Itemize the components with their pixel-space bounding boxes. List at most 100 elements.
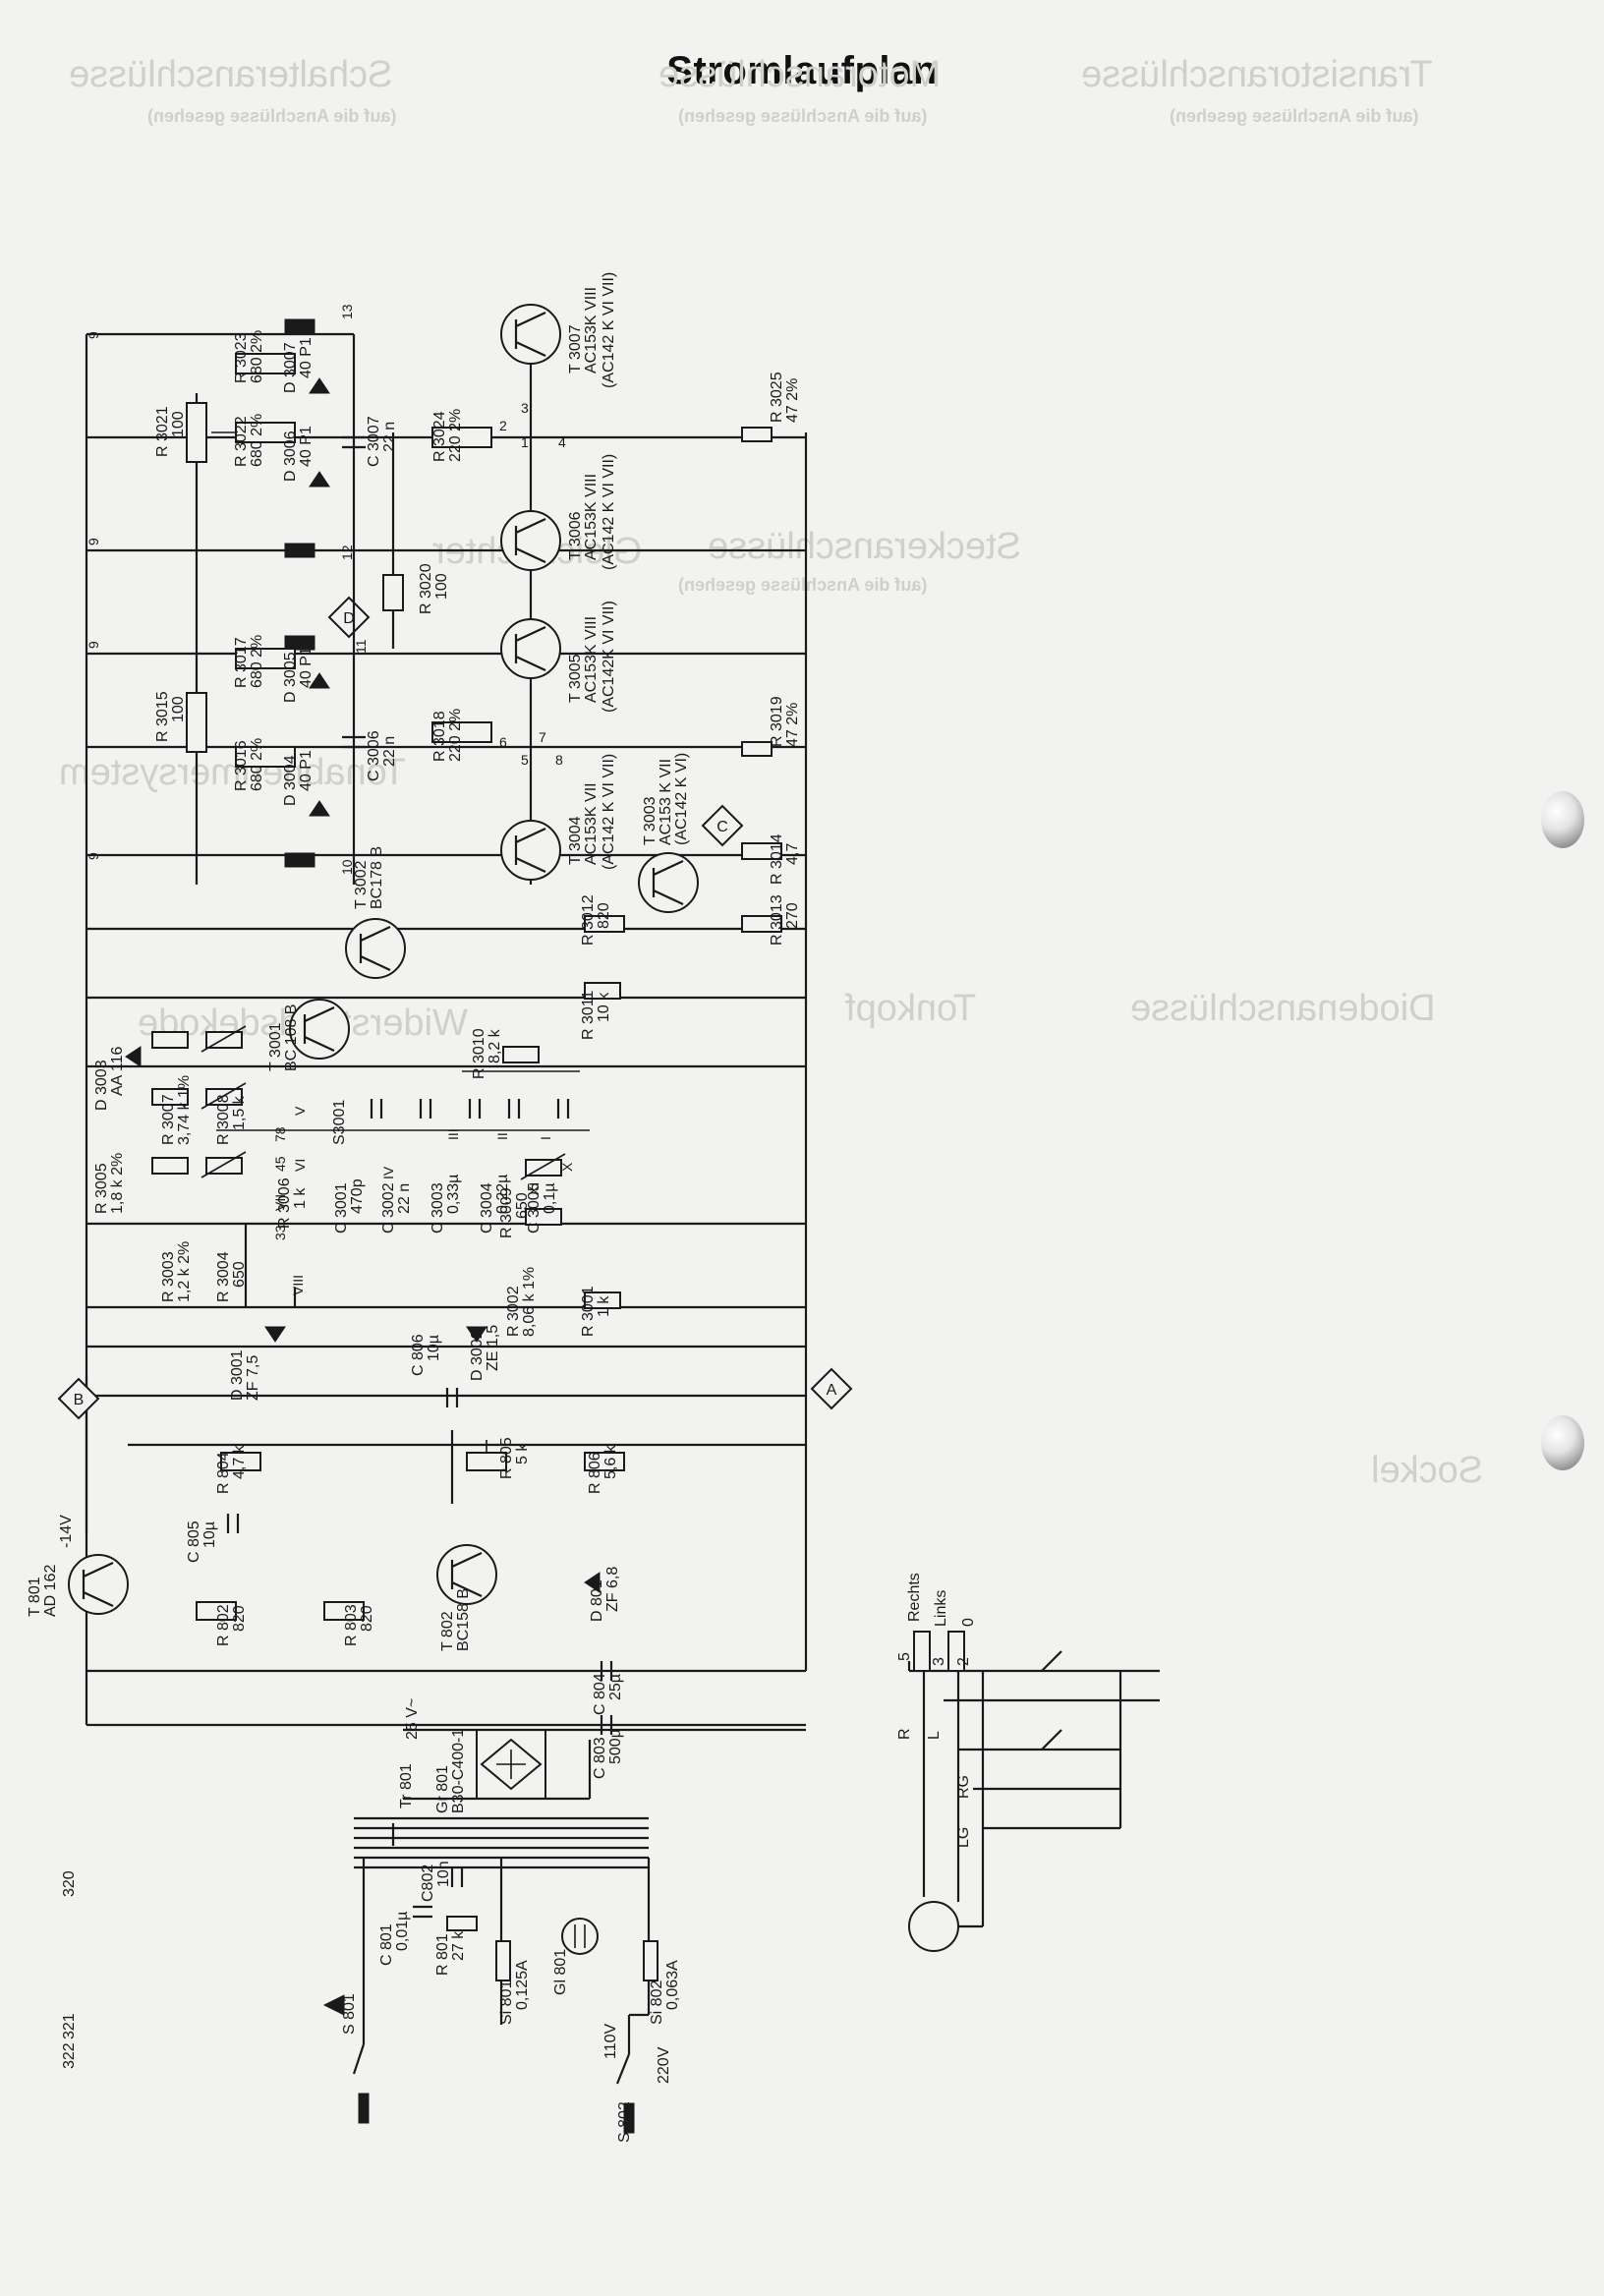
c3006-value: 22 n — [381, 736, 398, 767]
r3001-label: R 3001 — [580, 1286, 597, 1337]
r801-label: R 801 — [434, 1933, 451, 1976]
t3002-type: BC178 B — [369, 846, 385, 909]
c3004-value: 0,22µ — [494, 1175, 511, 1214]
resistor-r3023 — [235, 353, 296, 374]
rectifier-gr801 — [476, 1729, 546, 1800]
wire-label: LG — [955, 1827, 972, 1848]
node-label: 3 — [521, 400, 529, 416]
resistor-r3002 — [525, 1208, 562, 1226]
component-labels: T 3007 AC153K VIII (AC142 K VI VII) T 30… — [27, 272, 977, 2143]
r3009-label: R 3009 — [498, 1187, 515, 1238]
gr801-label: Gr 801 — [434, 1765, 451, 1813]
resistor-r3020 — [382, 574, 404, 611]
r3013-label: R 3013 — [769, 894, 785, 946]
r3014-label: R 3014 — [769, 833, 785, 885]
mains-voltage-110: 110V — [602, 2023, 619, 2059]
tr801-label: Tr 801 — [398, 1763, 415, 1808]
node-label: 7 — [539, 729, 546, 745]
r3013-value: 270 — [784, 902, 801, 929]
gr801-value: B30-C400-1 — [450, 1729, 467, 1813]
plug-pin — [947, 1631, 965, 1672]
si801-label: Si 801 — [498, 1980, 515, 2025]
scan-artifact-left — [1541, 791, 1584, 848]
r3018-label: R 3018 — [431, 711, 448, 762]
c803-value: 500µ — [607, 1729, 624, 1764]
r3020-label: R 3020 — [418, 563, 434, 614]
resistor-r804 — [220, 1452, 261, 1471]
plug-pin-label: 5 — [896, 1652, 913, 1661]
r802-value: 820 — [231, 1605, 248, 1632]
t3001-type: BC 108 B — [283, 1004, 300, 1071]
t3006-alt: (AC142 K VI VII) — [601, 454, 617, 570]
t3003-alt: (AC142 K VI) — [673, 753, 690, 845]
c3002-value: 22 n — [396, 1183, 413, 1214]
d3001-value: ZF 7,5 — [245, 1355, 261, 1401]
d3005-value: 40 P1 — [298, 647, 315, 688]
tr801-value: 25 V~ — [404, 1698, 421, 1740]
r3025-label: R 3025 — [769, 372, 785, 423]
resistor-r801 — [446, 1916, 478, 1931]
plug-zero-label: 0 — [960, 1618, 977, 1627]
diode-d3006 — [309, 471, 330, 488]
switch-position: VIII — [290, 1275, 306, 1295]
t3001-label: T 3001 — [267, 1022, 284, 1071]
output-plug — [907, 1631, 1160, 1952]
coupling-block — [284, 543, 315, 558]
r3006-value: 1 k — [292, 1187, 309, 1209]
r3011-label: R 3011 — [580, 990, 597, 1040]
r3016-value: 680 2% — [249, 738, 265, 791]
terminal-c: C — [701, 804, 744, 847]
d3005-label: D 3005 — [282, 652, 299, 703]
r801-value: 27 k — [450, 1930, 467, 1961]
switch-position: X — [559, 1162, 575, 1172]
s3001-label: S3001 — [331, 1100, 348, 1145]
driver-stage — [125, 918, 621, 1343]
terminal-markers: B A C D — [57, 596, 853, 1420]
switch-position: II — [494, 1132, 510, 1140]
coupling-block — [284, 852, 315, 868]
d3003-value: AA 116 — [109, 1046, 126, 1096]
r803-value: 820 — [359, 1605, 375, 1632]
page-title: Stromlaufplan — [666, 49, 938, 92]
r3018-value: 220 2% — [447, 709, 464, 762]
r3010-value: 8,2 k — [487, 1028, 503, 1063]
c3001-value: 470p — [349, 1178, 366, 1214]
coupling-block — [284, 635, 315, 651]
node-label: 11 — [353, 639, 369, 654]
r3008-label: R 3008 — [215, 1094, 232, 1145]
t801-type: AD 162 — [42, 1565, 59, 1617]
c804-value: 25µ — [607, 1674, 624, 1700]
node-label: 6 — [499, 734, 507, 750]
t3004-label: T 3004 — [567, 816, 584, 865]
r3019-value: 47 2% — [784, 703, 801, 747]
d3007-value: 40 P1 — [298, 337, 315, 378]
t3004-alt: (AC142 K VI VII) — [601, 754, 617, 870]
t3004-type: AC153K VII — [583, 782, 600, 865]
transistor-t3003 — [638, 852, 699, 913]
t3007-label: T 3007 — [567, 324, 584, 373]
node-label: 5 — [521, 752, 529, 768]
r803-label: R 803 — [343, 1604, 360, 1646]
resistor-r3001 — [584, 1292, 621, 1309]
scan-marking: 321 — [61, 2013, 78, 2039]
lamp-gl801 — [561, 1918, 599, 1955]
c805-label: C 805 — [186, 1521, 202, 1563]
c3003-label: C 3003 — [430, 1182, 446, 1234]
r3016-label: R 3016 — [233, 740, 250, 791]
transformer-tr801 — [354, 1816, 649, 1850]
node-label: 2 — [499, 418, 507, 433]
terminal-b: B — [57, 1377, 100, 1420]
transistor-t3002 — [345, 918, 406, 979]
transistor-t3006 — [500, 510, 561, 571]
terminal-d: D — [327, 596, 371, 639]
resistor-r802 — [196, 1601, 237, 1621]
plug-pin — [913, 1631, 931, 1672]
r3012-value: 820 — [596, 902, 612, 929]
r3021-value: 100 — [170, 411, 187, 437]
terminal-b-label: B — [74, 1392, 85, 1408]
diode-d3002 — [466, 1326, 487, 1343]
r3015-value: 100 — [170, 696, 187, 722]
c805-value: 10µ — [201, 1521, 218, 1548]
transistor-t3005 — [500, 618, 561, 679]
